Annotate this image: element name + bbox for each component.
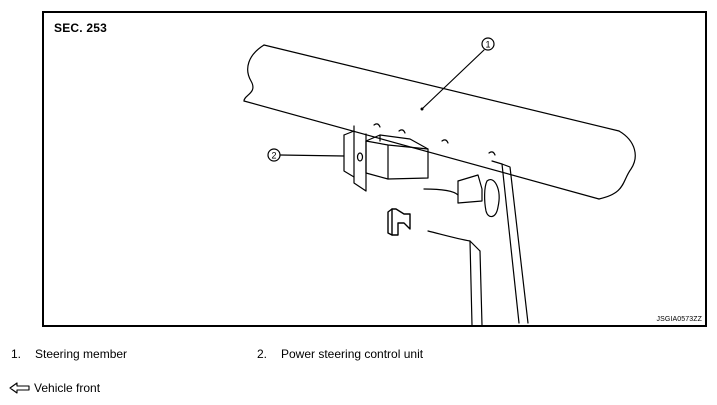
steering-member [243,44,636,200]
callout-1 [420,37,495,111]
callout-2-label: 2 [271,151,276,161]
legend-vehicle-front: Vehicle front [9,381,100,395]
image-code: JSGIA0573ZZ [656,316,702,323]
figure-frame: SEC. 253 [42,11,707,327]
section-label: SEC. 253 [54,21,107,35]
legend-number: 1. [11,347,22,361]
support-structure [423,160,529,325]
legend-label: Steering member [35,347,128,361]
legend-item-steering-member: 1. Steering member [11,347,127,361]
legend-label: Power steering control unit [281,347,424,361]
open-arrow-left-icon [9,382,30,394]
legend-number: 2. [257,347,268,361]
callout-1-label: 1 [485,40,490,50]
diagram-drawing: 1 2 [243,37,636,325]
legend-item-power-steering-control-unit: 2. Power steering control unit [257,347,423,361]
callout-2 [267,148,345,162]
vehicle-front-arrow [387,208,411,236]
power-steering-control-unit [343,125,429,192]
vehicle-front-label: Vehicle front [34,381,101,395]
